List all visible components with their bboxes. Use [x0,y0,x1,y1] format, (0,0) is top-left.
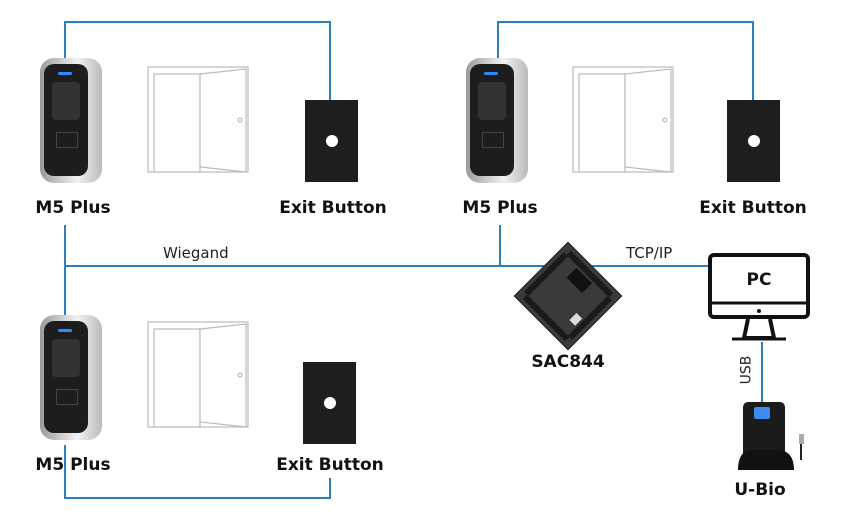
reader-label-3: M5 Plus [35,455,111,475]
reader-label-2: M5 Plus [462,198,538,218]
m5-plus-reader-2 [466,58,528,183]
wiegand-label: Wiegand [163,244,229,262]
exit-button-1 [305,100,358,182]
reader-label-1: M5 Plus [35,198,111,218]
wire-bottom [64,445,331,499]
m5-plus-reader-3 [40,315,102,440]
u-bio-label: U-Bio [734,480,786,500]
exit-button-2 [727,100,780,182]
controller-label: SAC844 [531,352,605,372]
u-bio-scanner-icon [738,402,804,470]
exit-label-3: Exit Button [276,455,384,475]
wire-top-left [64,21,331,100]
door-icons [147,66,674,428]
sac844-controller-icon [513,241,623,351]
m5-plus-reader-1 [40,58,102,183]
wire-top-right [497,21,754,100]
pc-label: PC [746,270,772,290]
pc-monitor-icon [708,253,810,341]
exit-label-1: Exit Button [279,198,387,218]
exit-label-2: Exit Button [699,198,807,218]
usb-label: USB [738,355,755,385]
exit-button-3 [303,362,356,444]
tcpip-label: TCP/IP [626,244,673,262]
